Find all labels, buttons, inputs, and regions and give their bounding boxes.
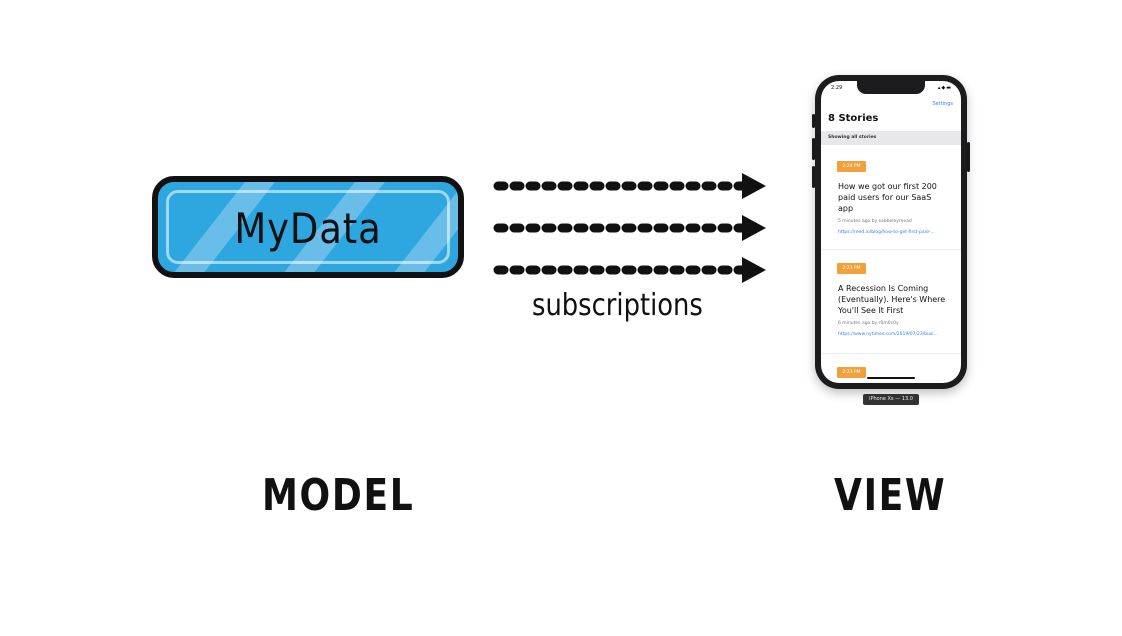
subscription-arrows [493,173,766,283]
phone-side-button [967,142,970,172]
filter-bar: Showing all stories [821,131,961,145]
story-title: A Recession Is Coming (Eventually). Here… [838,284,946,315]
device-label: iPhone Xs — 13.0 [863,394,919,405]
phone-screen: 2:29 ▴◆▬ Settings 8 Stories Showing all … [821,81,961,383]
story-meta: 6 minutes ago by r0m0c0y [838,321,899,326]
arrowhead-icon [742,215,766,241]
mydata-label: MyData [234,204,382,253]
status-icons: ▴◆▬ [937,85,952,91]
model-caption: MODEL [262,470,415,521]
arrowhead-icon [742,173,766,199]
phone-notch [857,81,925,94]
story-row[interactable]: 2:23 PM [821,353,961,383]
home-indicator [867,377,915,379]
subscriptions-label: subscriptions [532,288,703,323]
iphone-frame: 2:29 ▴◆▬ Settings 8 Stories Showing all … [815,75,967,389]
arrowhead-icon [742,257,766,283]
story-meta: 5 minutes ago by sabbeleymead [838,219,912,224]
story-title: How we got our first 200 paid users for … [838,182,937,213]
phone-side-button [812,166,815,188]
stories-title: 8 Stories [828,113,879,124]
story-row[interactable]: 2:24 PM How we got our first 200 paid us… [821,145,961,250]
settings-button[interactable]: Settings [932,101,953,107]
filter-text: Showing all stories [828,135,877,140]
story-link[interactable]: https://reed.io/blog/how-to-get-first-pa… [838,230,935,235]
story-time-badge: 2:24 PM [837,161,866,172]
phone-side-button [812,138,815,160]
box-inner-outline [166,190,450,264]
view-caption: VIEW [834,470,947,521]
mydata-box: MyData [152,176,464,278]
story-time-badge: 2:23 PM [837,367,866,378]
story-row[interactable]: 2:23 PM A Recession Is Coming (Eventuall… [821,249,961,354]
story-time-badge: 2:23 PM [837,263,866,274]
status-time: 2:29 [831,85,843,91]
phone-side-button [812,114,815,128]
story-link[interactable]: https://www.nytimes.com/2019/07/23/busi.… [838,332,938,337]
